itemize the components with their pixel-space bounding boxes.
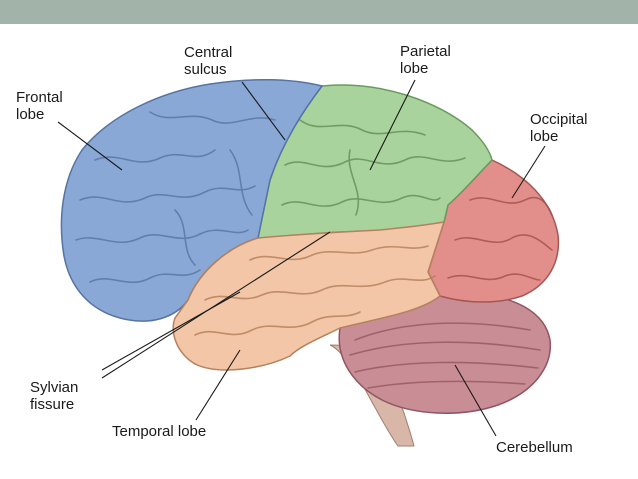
top-bar (0, 0, 638, 24)
pointer-line-frontal (57, 121, 123, 171)
pointer-line-occipital (511, 145, 546, 199)
pointer-lines (57, 79, 546, 437)
temporal-lobe-region (172, 221, 446, 371)
pointer-line-parietal (369, 79, 416, 171)
pointer-line-cerebellum (454, 364, 497, 437)
pointer-line-temporal (195, 349, 241, 421)
label-frontal-lobe: Frontal lobe (16, 89, 63, 123)
label-central-sulcus: Central sulcus (184, 44, 233, 78)
pointer-line-central-sulcus (241, 81, 286, 141)
gyri-texture (75, 111, 553, 389)
label-cerebellum: Cerebellum (496, 439, 573, 456)
label-occipital-lobe: Occipital lobe (530, 111, 588, 145)
label-temporal-lobe: Temporal lobe (112, 423, 207, 440)
label-parietal-lobe: Parietal lobe (400, 43, 451, 77)
label-sylvian-fissure: Sylvian fissure (30, 379, 79, 413)
pointer-line-sylvian-2 (101, 231, 331, 379)
